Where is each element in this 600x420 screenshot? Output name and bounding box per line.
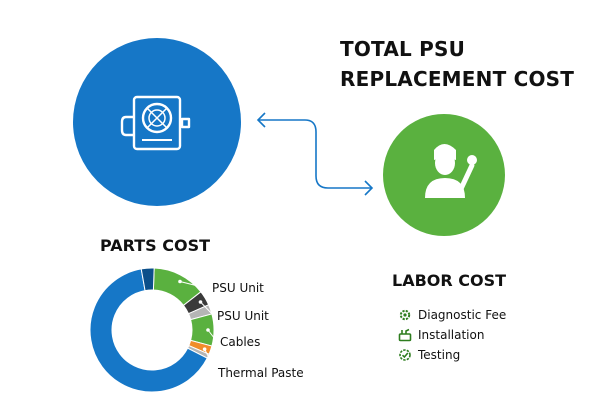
labor-circle (383, 114, 505, 236)
title-line-1: TOTAL PSU (340, 37, 466, 61)
labor-list: Diagnostic Fee Installation Testing (398, 305, 506, 365)
title-line-2: REPLACEMENT COST (340, 67, 575, 91)
labor-item-installation: Installation (398, 325, 506, 345)
labor-cost-title: LABOR COST (392, 271, 507, 290)
check-gear-icon (399, 349, 411, 361)
donut-label-cables: Cables (220, 335, 261, 349)
power-supply-icon (120, 95, 191, 151)
toolkit-icon (398, 328, 412, 342)
donut-label-psu-unit-1: PSU Unit (212, 281, 264, 295)
donut-label-psu-unit-2: PSU Unit (217, 309, 269, 323)
donut-leader-line (179, 281, 211, 290)
donut-leader-line (207, 329, 219, 344)
donut-leader-dot (206, 328, 210, 332)
parts-cost-title: PARTS COST (100, 236, 211, 255)
donut-segment-top (140, 267, 155, 292)
donut-leader-dot (202, 347, 207, 351)
donut-leader-dot (198, 300, 203, 304)
labor-item-diagnostic: Diagnostic Fee (398, 305, 506, 325)
gear-icon (399, 309, 411, 321)
parts-donut (89, 267, 219, 393)
donut-label-thermal-paste: Thermal Paste (218, 366, 304, 380)
labor-item-label: Testing (418, 348, 461, 362)
labor-item-testing: Testing (398, 345, 506, 365)
page-title: TOTAL PSU REPLACEMENT COST (340, 34, 590, 94)
donut-leader-line (200, 301, 216, 318)
psu-circle (73, 38, 241, 206)
labor-item-label: Installation (418, 328, 485, 342)
labor-item-label: Diagnostic Fee (418, 308, 507, 322)
donut-segment-labor-share (89, 268, 208, 393)
connector-arrow (256, 112, 374, 196)
donut-leader-dot (178, 279, 182, 284)
technician-icon (425, 144, 477, 198)
donut-leader-line (204, 348, 217, 373)
